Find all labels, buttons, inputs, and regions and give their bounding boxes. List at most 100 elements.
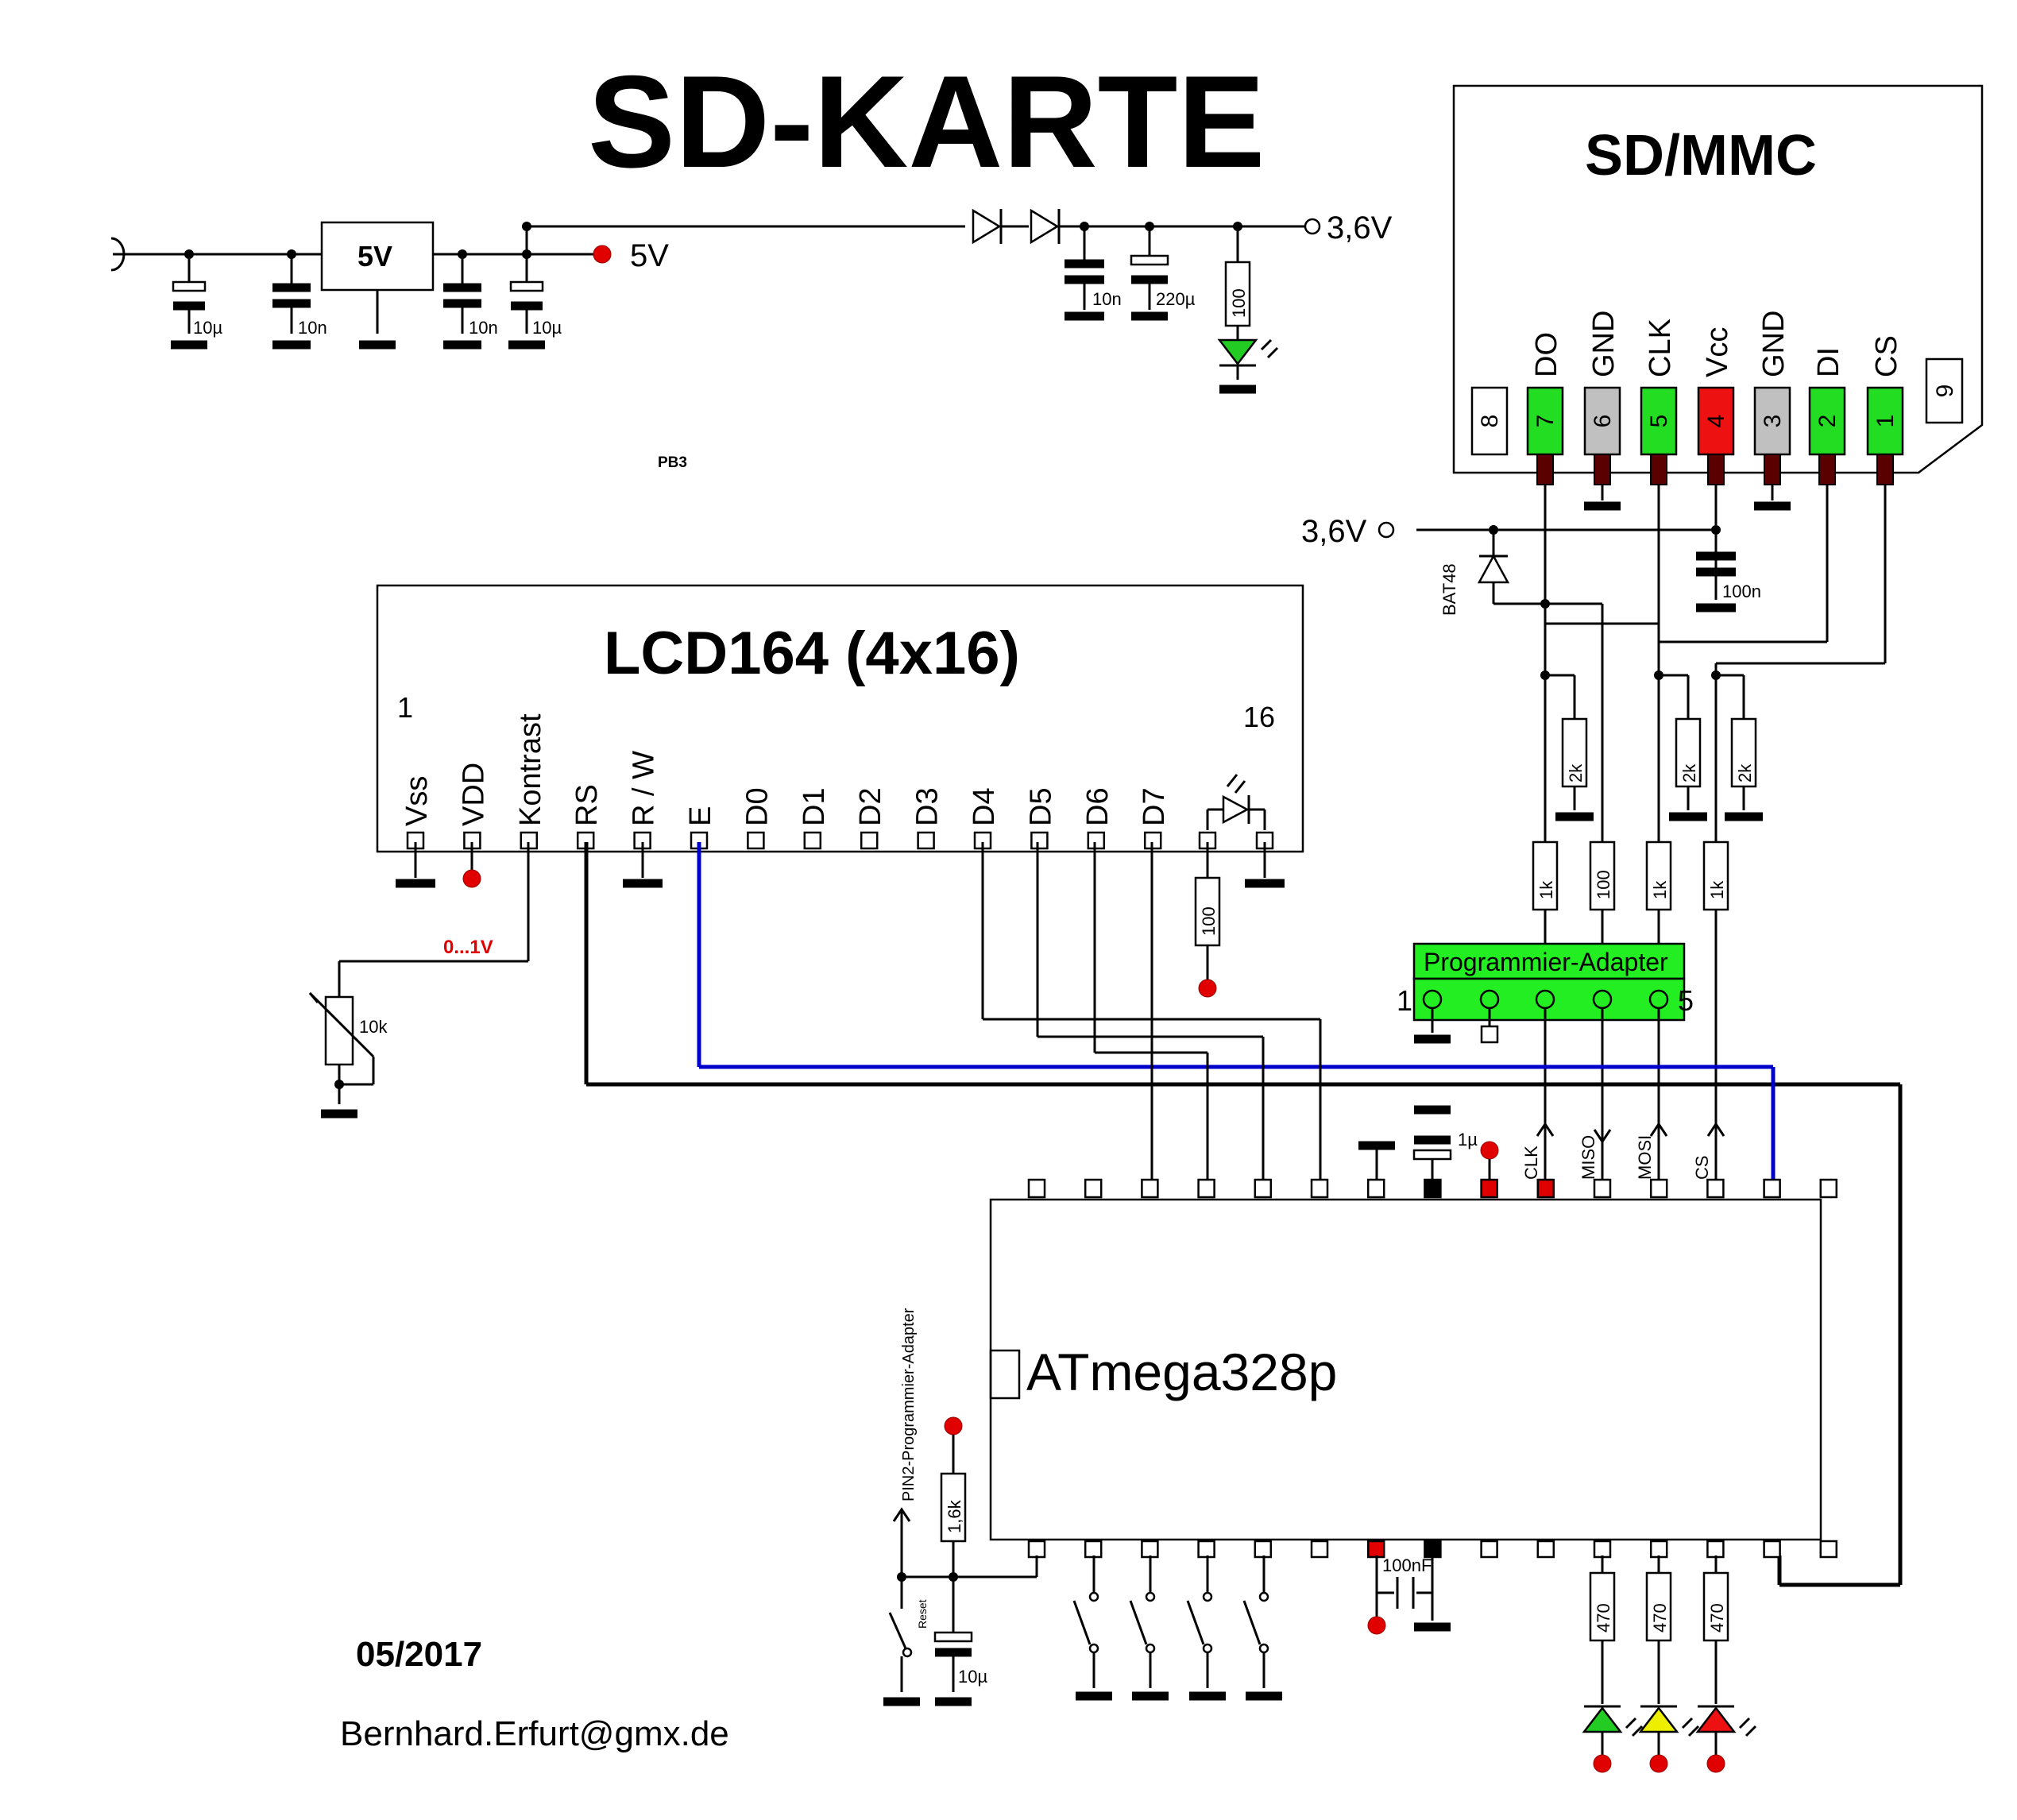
sd-pin-num-6: 6	[1590, 415, 1616, 428]
lcd-pin-label-8: D1	[798, 787, 831, 826]
push-button	[1242, 1600, 1262, 1645]
sd-pin-num-8: 8	[1477, 415, 1503, 428]
decoupling-top-label: 1µ	[1458, 1130, 1478, 1150]
pullup-3-label: 2k	[1735, 763, 1755, 782]
adapter-label: Programmier-Adapter	[1424, 948, 1668, 976]
lcd-pin-10	[917, 831, 935, 850]
mcu-top-pin	[1141, 1178, 1159, 1199]
sd-pin-num-5: 5	[1646, 415, 1672, 428]
sd-pin-name-2: DI	[1812, 347, 1845, 377]
reset-res-label: 1,6k	[945, 1499, 964, 1533]
adapter-pin1-label: 1	[1397, 984, 1412, 1017]
mcu-miso-label: MISO	[1578, 1135, 1598, 1180]
pin2-label: PIN2-Programmier-Adapter	[900, 1308, 918, 1501]
mcu-name: ATmega328p	[1026, 1343, 1337, 1401]
lcd-pin-13	[1087, 831, 1106, 850]
mcu-clk-label: CLK	[1521, 1146, 1541, 1180]
power-supply: 5V 5V 10µ 10n 10n	[110, 208, 1393, 394]
mcu-top-pin	[1763, 1178, 1781, 1199]
lcd-pin-label-2: VDD	[457, 763, 490, 826]
mcu-bottom-pin	[1536, 1540, 1555, 1559]
mcu-top-pin	[1197, 1178, 1215, 1199]
lcd-mcu-wiring	[584, 842, 1903, 1587]
mcu-top-pin	[1084, 1178, 1103, 1199]
mcu-top-pin	[1254, 1178, 1273, 1199]
contrast-label: 0...1V	[443, 937, 493, 958]
sd-pin-2	[1808, 386, 1846, 456]
lcd-pin16-label: 16	[1243, 701, 1275, 733]
sd-pin-lead-2	[1818, 454, 1836, 485]
sd-pin-7	[1526, 386, 1564, 456]
lcd-pin-label-9: D2	[854, 787, 887, 826]
sd-title: SD/MMC	[1585, 124, 1817, 187]
out-5v-label: 5V	[630, 238, 669, 273]
lcd-pin-label-6: E	[684, 806, 717, 826]
author-email: Bernhard.Erfurt@gmx.de	[340, 1714, 729, 1753]
pb3-label: PB3	[658, 454, 687, 471]
reset-cap-label: 10µ	[958, 1667, 987, 1687]
mcu-cs-label: CS	[1692, 1155, 1712, 1180]
push-button	[1186, 1600, 1205, 1645]
mcu-bottom-pin	[1310, 1540, 1329, 1559]
mcu-top-pin	[1536, 1178, 1555, 1199]
lcd-pin-label-11: D4	[968, 787, 1001, 826]
mcu-top-pin	[1366, 1178, 1385, 1199]
lcd-pin-label-5: R / W	[628, 751, 661, 826]
mcu-top-pin	[1649, 1178, 1668, 1199]
lcd-pin-12	[1030, 831, 1049, 850]
bl-res-label: 100	[1199, 906, 1219, 936]
mcu-bottom-pin	[1819, 1540, 1838, 1559]
sd-pin-6	[1583, 386, 1621, 456]
sd-pin-name-1: CS	[1870, 335, 1903, 377]
out-36v-label: 3,6V	[1327, 211, 1393, 245]
date-label: 05/2017	[356, 1635, 482, 1674]
mcu-top-pin	[1706, 1178, 1725, 1199]
sd-cap-label: 100n	[1722, 582, 1761, 601]
series-4-label: 1k	[1707, 880, 1727, 899]
sd-pin-num-1: 1	[1872, 415, 1899, 428]
mcu-top-pin	[1593, 1178, 1612, 1199]
mcu-top-pin	[1480, 1178, 1498, 1199]
lcd-pin-label-13: D6	[1081, 787, 1115, 826]
c3-label: 10n	[469, 318, 498, 338]
led-res-label: 470	[1650, 1603, 1670, 1633]
sd-pin-num-4: 4	[1703, 415, 1729, 428]
sd-pin-lead-3	[1764, 454, 1781, 485]
lcd-pin-label-3: Kontrast	[514, 713, 547, 826]
sd-pin-name-6: GND	[1587, 311, 1621, 377]
sd-pin-name-7: DO	[1530, 332, 1563, 377]
decoupling-bottom-label: 100nF	[1382, 1555, 1432, 1575]
sd-pin-lead-1	[1876, 454, 1894, 485]
c5-label: 10n	[1092, 289, 1122, 309]
regulator-label: 5V	[357, 240, 392, 272]
lcd-pin-label-7: D0	[740, 787, 774, 826]
status-led	[1638, 1706, 1679, 1733]
mcu-top-pin	[1027, 1178, 1046, 1199]
c1-label: 10µ	[193, 318, 222, 338]
led-res-label: 470	[1707, 1603, 1727, 1633]
mcu-bottom-pin	[1593, 1540, 1612, 1559]
programmer-adapter: Programmier-Adapter 1 5	[1397, 942, 1694, 1184]
sd-pin-lead-5	[1650, 454, 1667, 485]
lcd-pin-label-10: D3	[911, 787, 945, 826]
pullup-2-label: 2k	[1679, 763, 1699, 782]
sd-pin-name-4: Vcc	[1701, 327, 1734, 377]
adapter-pins-strip	[1412, 977, 1686, 1022]
led-res-label: 470	[1594, 1603, 1613, 1633]
mcu-atmega328p: ATmega328p CLK MISO MOSI CS 1µ 100nF	[883, 1105, 1838, 1773]
mcu-mosi-label: MOSI	[1635, 1135, 1655, 1180]
sd-pin-lead-6	[1594, 454, 1611, 485]
mcu-bottom-pin	[1366, 1540, 1385, 1559]
mcu-bottom-pin	[1084, 1540, 1103, 1559]
adapter-header	[1412, 942, 1686, 980]
mcu-top-pin	[1310, 1178, 1329, 1199]
mcu-bottom-pin	[1706, 1540, 1725, 1559]
sd-pin-8	[1470, 386, 1509, 456]
lcd-pin1-label: 1	[397, 691, 413, 724]
lcd-pin-9	[860, 831, 879, 850]
sd-pin-name-5: CLK	[1644, 319, 1677, 377]
sd-pin-name-3: GND	[1757, 311, 1791, 377]
sd-pin-lead-7	[1536, 454, 1554, 485]
c4-label: 10µ	[532, 318, 562, 338]
